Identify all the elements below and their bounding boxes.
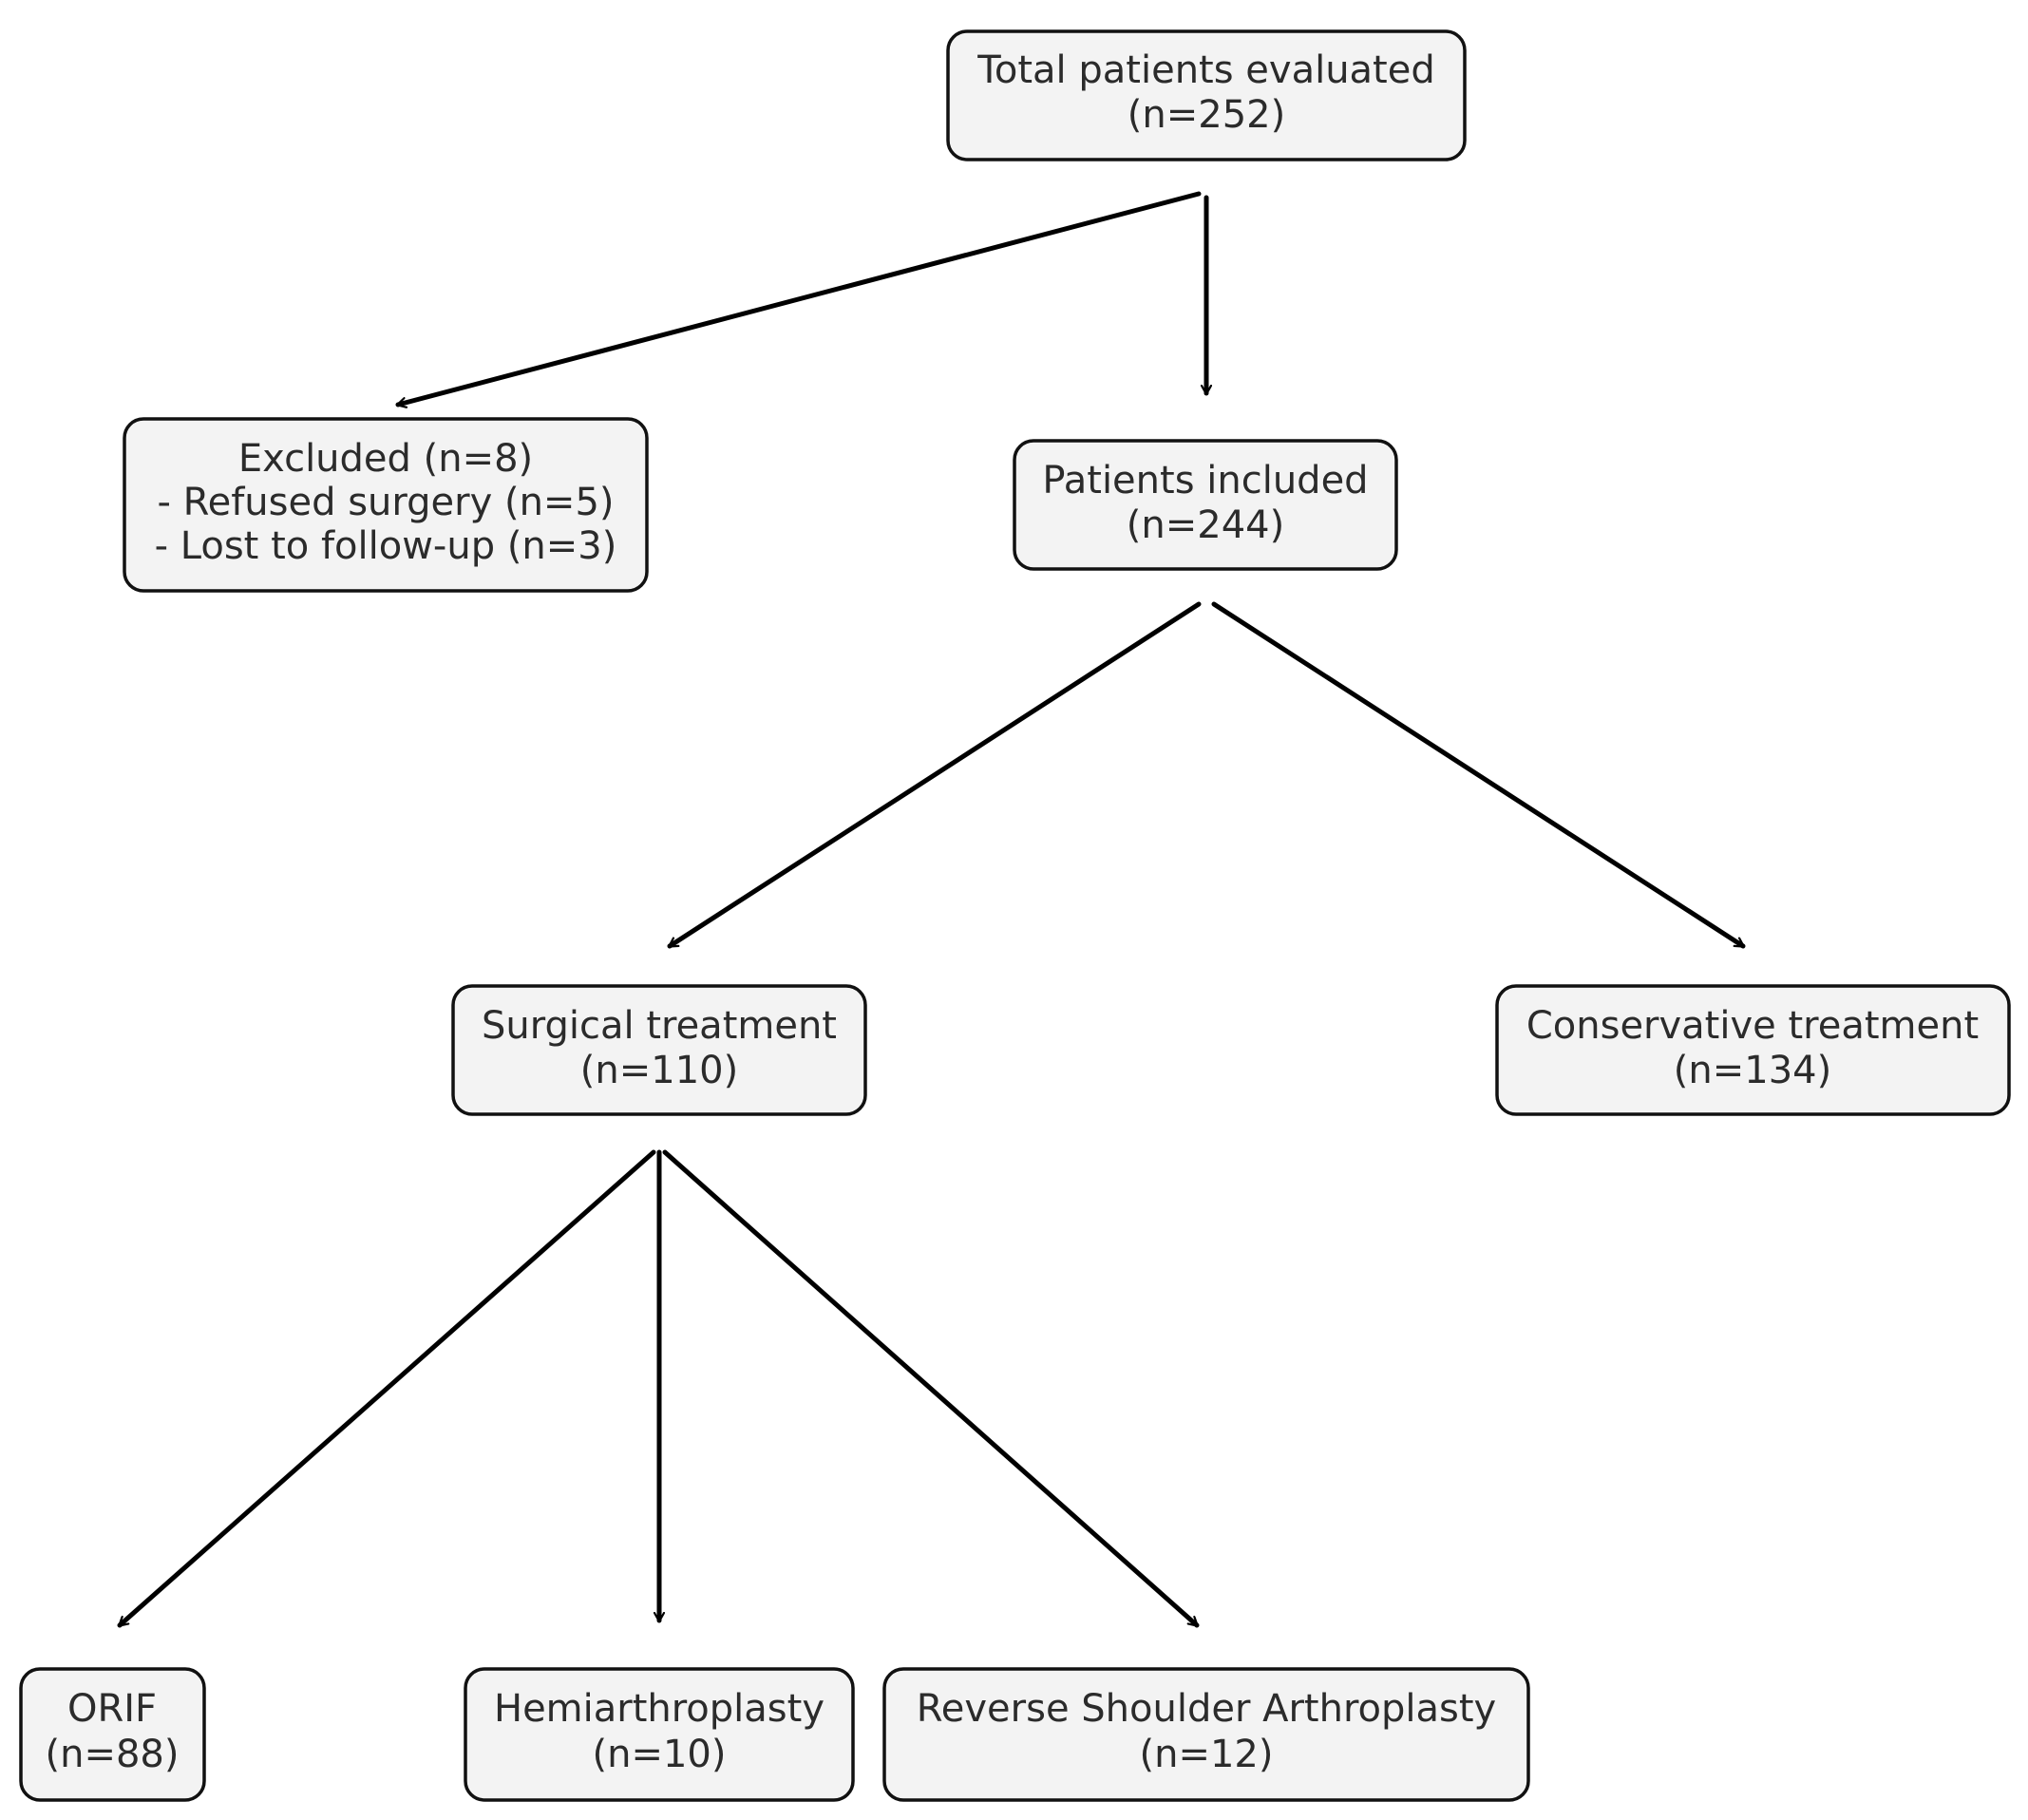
node-label: Reverse Shoulder Arthroplasty bbox=[917, 1687, 1496, 1731]
node-included: Patients included (n=244) bbox=[1013, 439, 1398, 571]
edge-surgical-to-rsa bbox=[662, 1149, 1200, 1628]
node-total: Total patients evaluated (n=252) bbox=[946, 29, 1467, 161]
node-hemiarthroplasty: Hemiarthroplasty (n=10) bbox=[464, 1667, 855, 1802]
node-count: (n=110) bbox=[580, 1049, 738, 1092]
node-orif: ORIF (n=88) bbox=[19, 1667, 206, 1802]
edge-included-to-surgical bbox=[667, 601, 1202, 949]
node-conservative: Conservative treatment (n=134) bbox=[1495, 984, 2011, 1116]
edge-total-to-excluded bbox=[395, 191, 1202, 405]
node-label: Total patients evaluated bbox=[976, 48, 1434, 92]
node-count: (n=12) bbox=[1140, 1733, 1274, 1776]
node-label: Surgical treatment bbox=[482, 1004, 837, 1048]
node-count: (n=134) bbox=[1674, 1049, 1831, 1092]
node-reverse-shoulder-arthroplasty: Reverse Shoulder Arthroplasty (n=12) bbox=[882, 1667, 1530, 1802]
node-label: Conservative treatment bbox=[1526, 1004, 1979, 1048]
node-detail-refused: - Refused surgery (n=5) bbox=[157, 481, 614, 524]
edge-surgical-to-orif bbox=[117, 1149, 656, 1628]
node-label: Patients included bbox=[1042, 459, 1368, 502]
node-label: Hemiarthroplasty bbox=[494, 1687, 824, 1731]
node-count: (n=10) bbox=[593, 1733, 727, 1776]
node-label: Excluded (n=8) bbox=[238, 437, 533, 481]
node-excluded: Excluded (n=8) - Refused surgery (n=5) -… bbox=[123, 417, 649, 593]
node-count: (n=244) bbox=[1127, 503, 1284, 547]
node-label: ORIF bbox=[67, 1687, 157, 1731]
node-count: (n=252) bbox=[1128, 93, 1285, 137]
edges bbox=[117, 191, 1746, 1628]
node-count: (n=88) bbox=[46, 1733, 180, 1776]
edge-included-to-conservative bbox=[1211, 601, 1746, 949]
node-detail-lost: - Lost to follow-up (n=3) bbox=[155, 524, 617, 568]
node-surgical: Surgical treatment (n=110) bbox=[451, 984, 867, 1116]
